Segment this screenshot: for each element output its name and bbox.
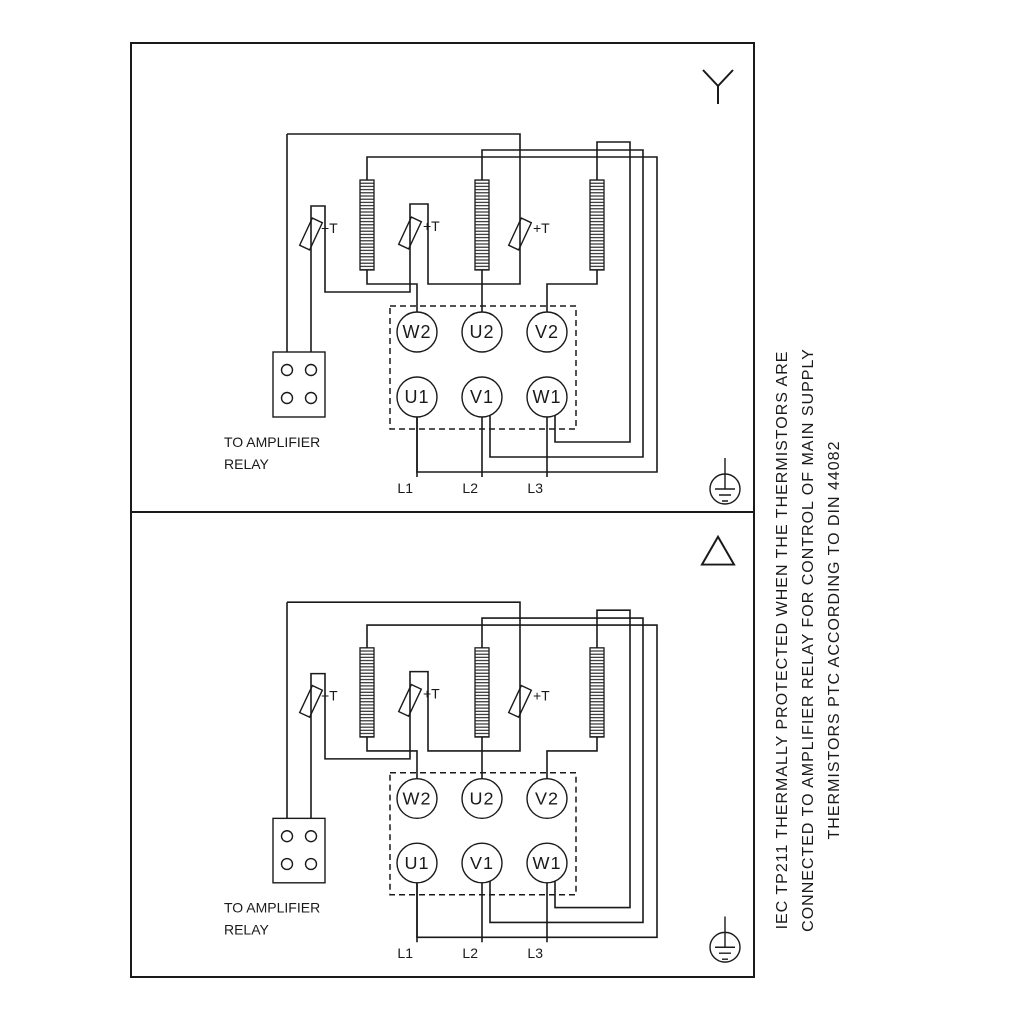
terminal-w2: W2: [403, 322, 432, 342]
star-symbol: [702, 69, 734, 104]
side-note-line-2: CONNECTED TO AMPLIFIER RELAY FOR CONTROL…: [800, 348, 817, 932]
delta-diagram: +T +T +T W2 U2 V2 U1: [224, 534, 741, 963]
motor-winding-2: [474, 647, 490, 738]
terminal-v2: V2: [535, 789, 559, 809]
side-note-line-3: THERMISTORS PTC ACCORDING TO DIN 44082: [826, 440, 843, 840]
supply-l2-label: L2: [462, 945, 478, 961]
thermistor-3: +T: [507, 684, 550, 719]
thermistor-1: +T: [298, 217, 338, 251]
terminal-block: W2 U2 V2 U1 V1 W1: [389, 305, 577, 430]
supply-l3-label: L3: [527, 480, 543, 496]
thermistor-1-label: +T: [321, 687, 338, 703]
terminal-w2: W2: [403, 789, 432, 809]
motor-winding-1: [359, 647, 375, 738]
winding-routing-wires: [366, 141, 658, 473]
relay-caption-line-2: RELAY: [224, 456, 270, 472]
terminal-link-wires: [366, 737, 598, 779]
relay-caption-line-2: RELAY: [224, 921, 269, 937]
terminal-u1: U1: [404, 387, 429, 407]
thermistor-2-label: +T: [423, 685, 440, 701]
thermistor-2: +T: [397, 216, 440, 250]
supply-l1-label: L1: [397, 480, 413, 496]
motor-winding-3: [589, 647, 605, 738]
terminal-w1: W1: [533, 853, 562, 873]
side-note-line-1: IEC TP211 THERMALLY PROTECTED WHEN THE T…: [774, 350, 791, 930]
thermistor-1-label: +T: [321, 220, 338, 236]
terminal-w1: W1: [533, 387, 562, 407]
relay-caption-line-1: TO AMPLIFIER: [224, 900, 320, 916]
thermistor-1: +T: [298, 684, 338, 719]
amplifier-relay: [272, 817, 326, 884]
thermistor-3: +T: [507, 217, 550, 251]
terminal-u2: U2: [470, 789, 495, 809]
winding-routing-wires: [366, 609, 658, 939]
earth-ground-icon: [709, 458, 741, 505]
star-connection-panel: +T +T +T W2 U2 V2 U1: [130, 42, 755, 513]
supply-l2-label: L2: [462, 480, 478, 496]
terminal-u1: U1: [405, 853, 430, 873]
supply-line-wires: [416, 417, 548, 477]
motor-winding-3: [589, 179, 605, 271]
supply-l3-label: L3: [527, 945, 543, 961]
supply-line-wires: [416, 882, 548, 943]
terminal-v1: V1: [470, 387, 494, 407]
terminal-link-wires: [366, 270, 598, 312]
thermistor-chain-wires: [286, 133, 521, 352]
terminal-v2: V2: [535, 322, 559, 342]
thermistor-2: +T: [397, 683, 440, 718]
thermistor-3-label: +T: [533, 687, 550, 703]
relay-caption-line-1: TO AMPLIFIER: [224, 434, 320, 450]
thermistor-3-label: +T: [533, 220, 550, 236]
terminal-v1: V1: [470, 853, 494, 873]
earth-ground-icon: [709, 916, 741, 963]
delta-symbol: [700, 534, 736, 566]
motor-winding-1: [359, 179, 375, 271]
motor-winding-2: [474, 179, 490, 271]
thermistor-chain-wires: [286, 601, 521, 819]
amplifier-relay: [272, 351, 326, 418]
star-diagram: +T +T +T W2 U2 V2 U1: [224, 69, 741, 505]
terminal-block: W2 U2 V2 U1 V1 W1: [389, 772, 577, 896]
delta-connection-panel: +T +T +T W2 U2 V2 U1: [130, 513, 755, 978]
supply-l1-label: L1: [397, 945, 413, 961]
terminal-u2: U2: [469, 322, 494, 342]
thermistor-2-label: +T: [423, 218, 440, 234]
